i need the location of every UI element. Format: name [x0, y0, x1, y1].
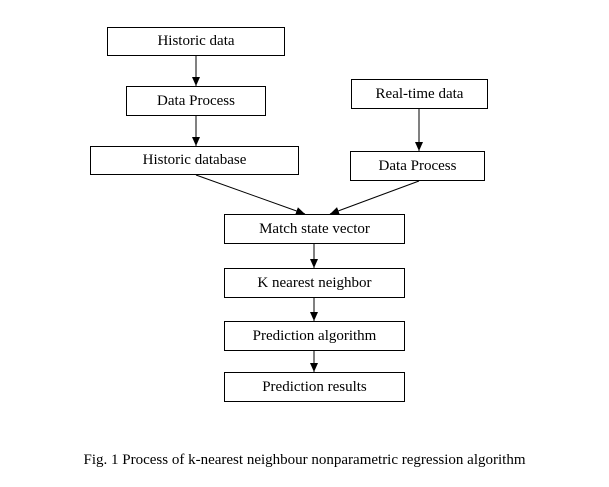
prediction-algorithm-label: Prediction algorithm	[252, 327, 377, 344]
realtime-data-box: Real-time data	[351, 79, 488, 109]
figure-caption: Fig. 1 Process of k-nearest neighbour no…	[83, 452, 526, 468]
historic-data-box: Historic data	[107, 27, 285, 56]
data-process-left-label: Data Process	[157, 92, 235, 109]
match-state-vector-box: Match state vector	[224, 214, 405, 244]
data-process-right-box: Data Process	[350, 151, 485, 181]
prediction-results-box: Prediction results	[224, 372, 405, 402]
k-nearest-neighbor-box: K nearest neighbor	[224, 268, 405, 298]
historic-data-label: Historic data	[157, 33, 235, 49]
historic-database-label: Historic database	[142, 152, 247, 168]
prediction-results-label: Prediction results	[262, 378, 367, 395]
historic-database-box: Historic database	[90, 146, 299, 175]
prediction-algorithm-box: Prediction algorithm	[224, 321, 405, 351]
match-state-vector-label: Match state vector	[259, 220, 370, 237]
data-process-left-box: Data Process	[126, 86, 266, 116]
realtime-data-label: Real-time data	[375, 85, 464, 102]
data-process-right-label: Data Process	[378, 157, 457, 174]
arrow-historic-database-to-match-state-vector	[195, 174, 306, 215]
k-nearest-neighbor-label: K nearest neighbor	[257, 274, 372, 291]
arrow-data-process-right-to-match-state-vector	[329, 180, 420, 215]
